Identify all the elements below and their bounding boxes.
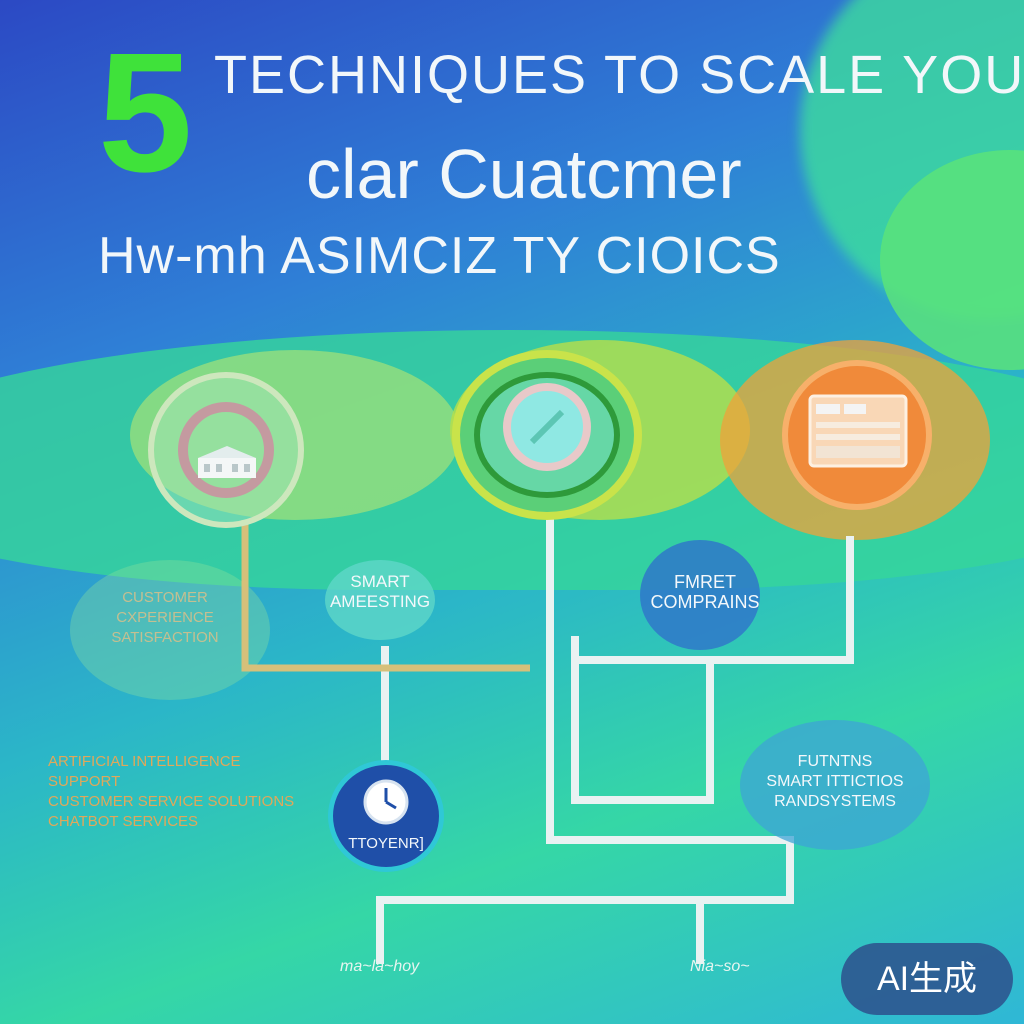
node-left-circle	[148, 372, 304, 528]
headline-line-1: TECHNIQUES TO SCALE YOUR	[214, 45, 1024, 105]
clock-node	[328, 760, 444, 872]
connector-left	[241, 520, 530, 672]
caption-bubble-left-mid	[325, 560, 435, 640]
caption-left-top: CUSTOMER CXPERIENCE SATISFACTION	[111, 589, 219, 646]
connector-inner	[571, 636, 714, 804]
connector-main	[376, 516, 794, 964]
headline-line-3: Hw-mh ASIMCIZ TY CIOICS	[98, 227, 781, 285]
footer-scribble-left: ma~la~hoy	[340, 958, 420, 975]
bg-glow-left	[70, 560, 270, 700]
connector-right	[571, 536, 854, 664]
caption-center-right: FMRET COMPRAINS	[650, 572, 760, 612]
node-left-ring	[178, 402, 274, 498]
footer-scribble-right: Nia~so~	[690, 958, 750, 975]
caption-left-bottom: ARTIFICIAL INTELLIGENCE SUPPORT CUSTOMER…	[48, 753, 295, 830]
caption-bubble-center-right	[640, 540, 760, 650]
clock-icon	[362, 778, 410, 826]
dashboard-icon	[808, 394, 908, 468]
caption-bubble-right-bottom	[740, 720, 930, 850]
building-icon	[194, 446, 260, 480]
caption-right-bottom: FUTNTNS SMART ITTICTIOS RANDSYSTEMS	[766, 753, 904, 810]
caption-left-mid: SMART AMEESTING	[329, 572, 431, 611]
headline-line-2: clar Cuatcmer	[306, 135, 742, 213]
headline-number: 5	[98, 18, 193, 208]
clock-label: TTOYENR]	[348, 835, 424, 852]
ai-generated-badge: AI生成	[841, 943, 1013, 1015]
magnifier-icon	[492, 382, 602, 482]
